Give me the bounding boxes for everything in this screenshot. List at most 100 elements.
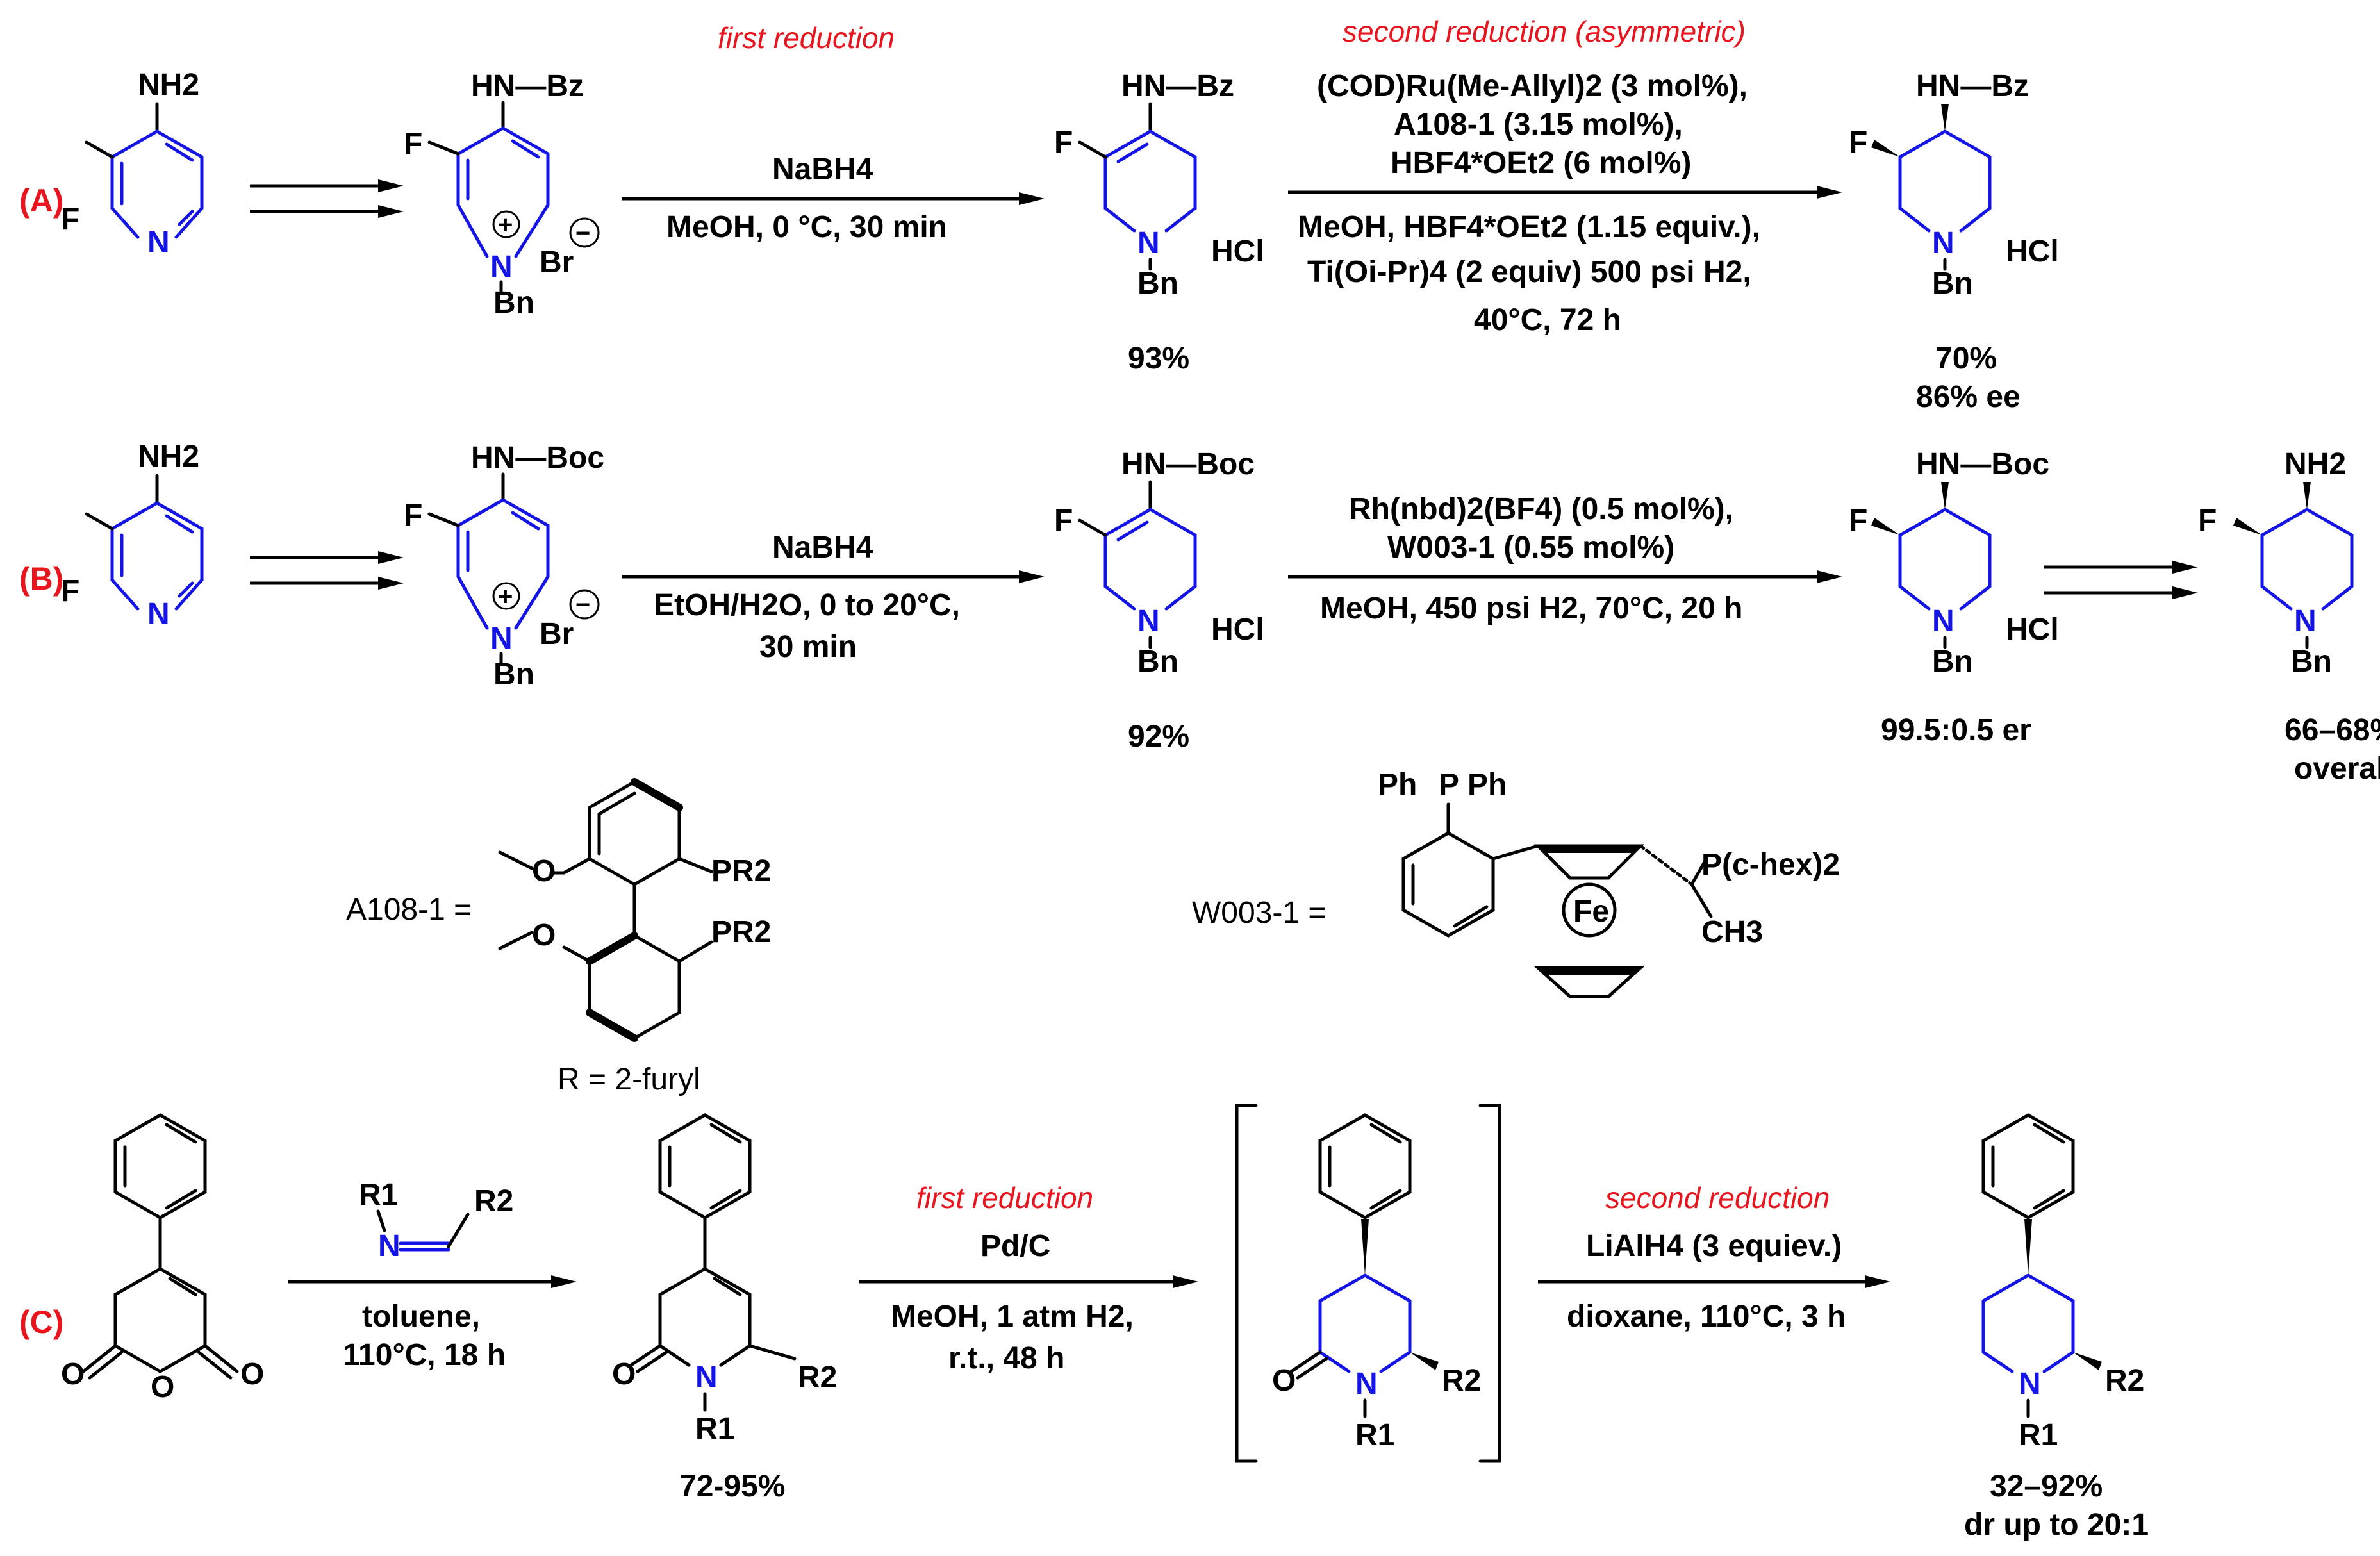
svg-text:F: F [1054,504,1073,538]
svg-text:N: N [695,1361,718,1395]
ligand-a108-label: A108-1 = [346,893,472,927]
svg-text:P: P [1439,768,1459,802]
svg-text:R1: R1 [695,1412,734,1446]
svg-text:N: N [1137,604,1160,638]
row-a-starting-pyridine: NH2 F N [61,68,204,260]
row-a-piperidine-product: HN—Bz F N Bn HCl 70% 86% ee [1849,69,2059,414]
svg-text:Fe: Fe [1573,895,1609,929]
svg-text:PR2: PR2 [711,915,771,949]
svg-text:N: N [378,1229,401,1263]
svg-text:NH2: NH2 [138,68,199,102]
row-a-step2-tag: second reduction (asymmetric) [1343,15,1746,48]
svg-text:Br: Br [540,245,574,279]
row-c-product-dr: dr up to 20:1 [1964,1508,2149,1542]
svg-text:HN—Boc: HN—Boc [1916,447,2049,481]
row-c-glutaconic-anhydride: O O O [61,1113,264,1404]
svg-text:r.t., 48 h: r.t., 48 h [948,1341,1064,1375]
svg-text:N: N [2019,1367,2041,1401]
row-c-step3-tag: second reduction [1605,1181,1830,1214]
row-c-label: (C) [19,1304,63,1340]
svg-text:R2: R2 [1442,1364,1481,1398]
svg-text:HN—Bz: HN—Bz [1916,69,2029,103]
svg-text:O: O [532,918,556,952]
svg-text:HN—Boc: HN—Boc [1121,447,1255,481]
svg-text:Ti(Oi-Pr)4 (2 equiv) 500 psi H: Ti(Oi-Pr)4 (2 equiv) 500 psi H2, [1307,255,1751,289]
svg-text:toluene,: toluene, [362,1300,480,1334]
svg-text:+: + [498,583,513,611]
svg-text:110°C, 18 h: 110°C, 18 h [343,1338,506,1372]
svg-text:HCl: HCl [1211,613,1264,647]
svg-text:HCl: HCl [2006,235,2059,269]
row-c-imine-reagent: R1 N R2 [359,1178,513,1263]
svg-text:−: − [575,219,590,247]
row-b-intermediate-yield: 92% [1128,720,1189,754]
row-c-bracketed-lactam: O N R2 R1 [1235,1104,1501,1463]
svg-text:N: N [2294,604,2317,638]
svg-text:HCl: HCl [2006,613,2059,647]
svg-text:O: O [532,854,556,888]
row-a-product-ee: 86% ee [1916,380,2021,414]
row-a-product-yield: 70% [1935,342,1997,376]
ligand-w003-structure: Ph P Ph Fe P(c-hex)2 CH3 [1378,768,1840,998]
ligand-a108-structure: O PR2 PR2 O [498,778,771,1042]
svg-text:+: + [498,211,513,239]
svg-text:P(c-hex)2: P(c-hex)2 [1701,848,1840,882]
svg-text:HN—Boc: HN—Boc [471,441,604,475]
row-a-step1-conditions: MeOH, 0 °C, 30 min [666,210,947,244]
svg-text:Ph: Ph [1378,768,1417,802]
svg-text:N: N [1355,1367,1378,1401]
svg-text:MeOH, HBF4*OEt2 (1.15 equiv.),: MeOH, HBF4*OEt2 (1.15 equiv.), [1298,210,1760,244]
svg-text:F: F [404,499,422,533]
row-c-intermediate-yield: 72-95% [679,1469,785,1503]
ligand-a108-r-definition: R = 2-furyl [558,1063,700,1097]
svg-text:Ph: Ph [1467,768,1507,802]
row-a-tetrahydropyridine: HN—Bz F N Bn HCl 93% [1054,69,1264,376]
svg-text:O: O [61,1357,85,1391]
row-c-piperidine-product: N R2 R1 32–92% dr up to 20:1 [1964,1113,2149,1542]
svg-text:R1: R1 [1355,1418,1394,1452]
row-b-step1-reagent: NaBH4 [772,531,873,565]
row-b-label: (B) [19,561,63,597]
svg-text:PR2: PR2 [711,854,771,888]
svg-text:CH3: CH3 [1701,915,1763,949]
svg-text:Br: Br [540,617,574,651]
row-a-pyridinium-salt: HN—Bz F N + Bn Br − [404,69,600,320]
row-b-product-er: 99.5:0.5 er [1881,713,2031,747]
row-b-final-overall: overall [2294,752,2380,786]
svg-text:F: F [1849,126,1867,160]
svg-text:HCl: HCl [1211,235,1264,269]
svg-text:F: F [1054,126,1073,160]
svg-text:O: O [612,1357,636,1391]
svg-text:F: F [61,203,79,236]
svg-text:(COD)Ru(Me-Allyl)2 (3 mol%),: (COD)Ru(Me-Allyl)2 (3 mol%), [1317,69,1748,103]
svg-text:R2: R2 [798,1361,837,1395]
svg-text:LiAlH4 (3 equiev.): LiAlH4 (3 equiev.) [1586,1229,1842,1263]
svg-text:N: N [490,622,513,656]
svg-text:Bn: Bn [1137,267,1178,301]
svg-text:R1: R1 [2019,1418,2058,1452]
row-c-product-yield: 32–92% [1990,1469,2103,1503]
row-b-starting-pyridine: NH2 F N [61,440,204,631]
svg-text:A108-1 (3.15 mol%),: A108-1 (3.15 mol%), [1394,108,1683,142]
row-b-tetrahydropyridine: HN—Boc F N Bn HCl 92% [1054,447,1264,754]
row-a-step1-reagent: NaBH4 [772,153,873,186]
svg-text:30 min: 30 min [759,630,857,664]
svg-text:R2: R2 [474,1184,513,1218]
svg-text:−: − [575,591,590,619]
svg-text:N: N [147,597,170,631]
svg-text:O: O [240,1357,264,1391]
row-c-step2-tag: first reduction [916,1181,1093,1214]
svg-text:Rh(nbd)2(BF4) (0.5 mol%),: Rh(nbd)2(BF4) (0.5 mol%), [1349,492,1733,526]
row-a-intermediate-yield: 93% [1128,342,1189,376]
svg-text:F: F [1849,504,1867,538]
svg-text:MeOH, 450 psi H2, 70°C, 20 h: MeOH, 450 psi H2, 70°C, 20 h [1320,592,1742,625]
row-b-pyridinium-salt: HN—Boc F N + Bn Br − [404,441,604,691]
svg-text:HN—Bz: HN—Bz [1121,69,1234,103]
svg-text:Bn: Bn [1932,645,1973,679]
svg-text:F: F [61,574,79,608]
svg-text:Bn: Bn [1137,645,1178,679]
row-b-piperidine-product: HN—Boc F N Bn HCl 99.5:0.5 er [1849,447,2059,747]
svg-text:EtOH/H2O, 0 to 20°C,: EtOH/H2O, 0 to 20°C, [654,588,960,622]
svg-text:R1: R1 [359,1178,398,1212]
